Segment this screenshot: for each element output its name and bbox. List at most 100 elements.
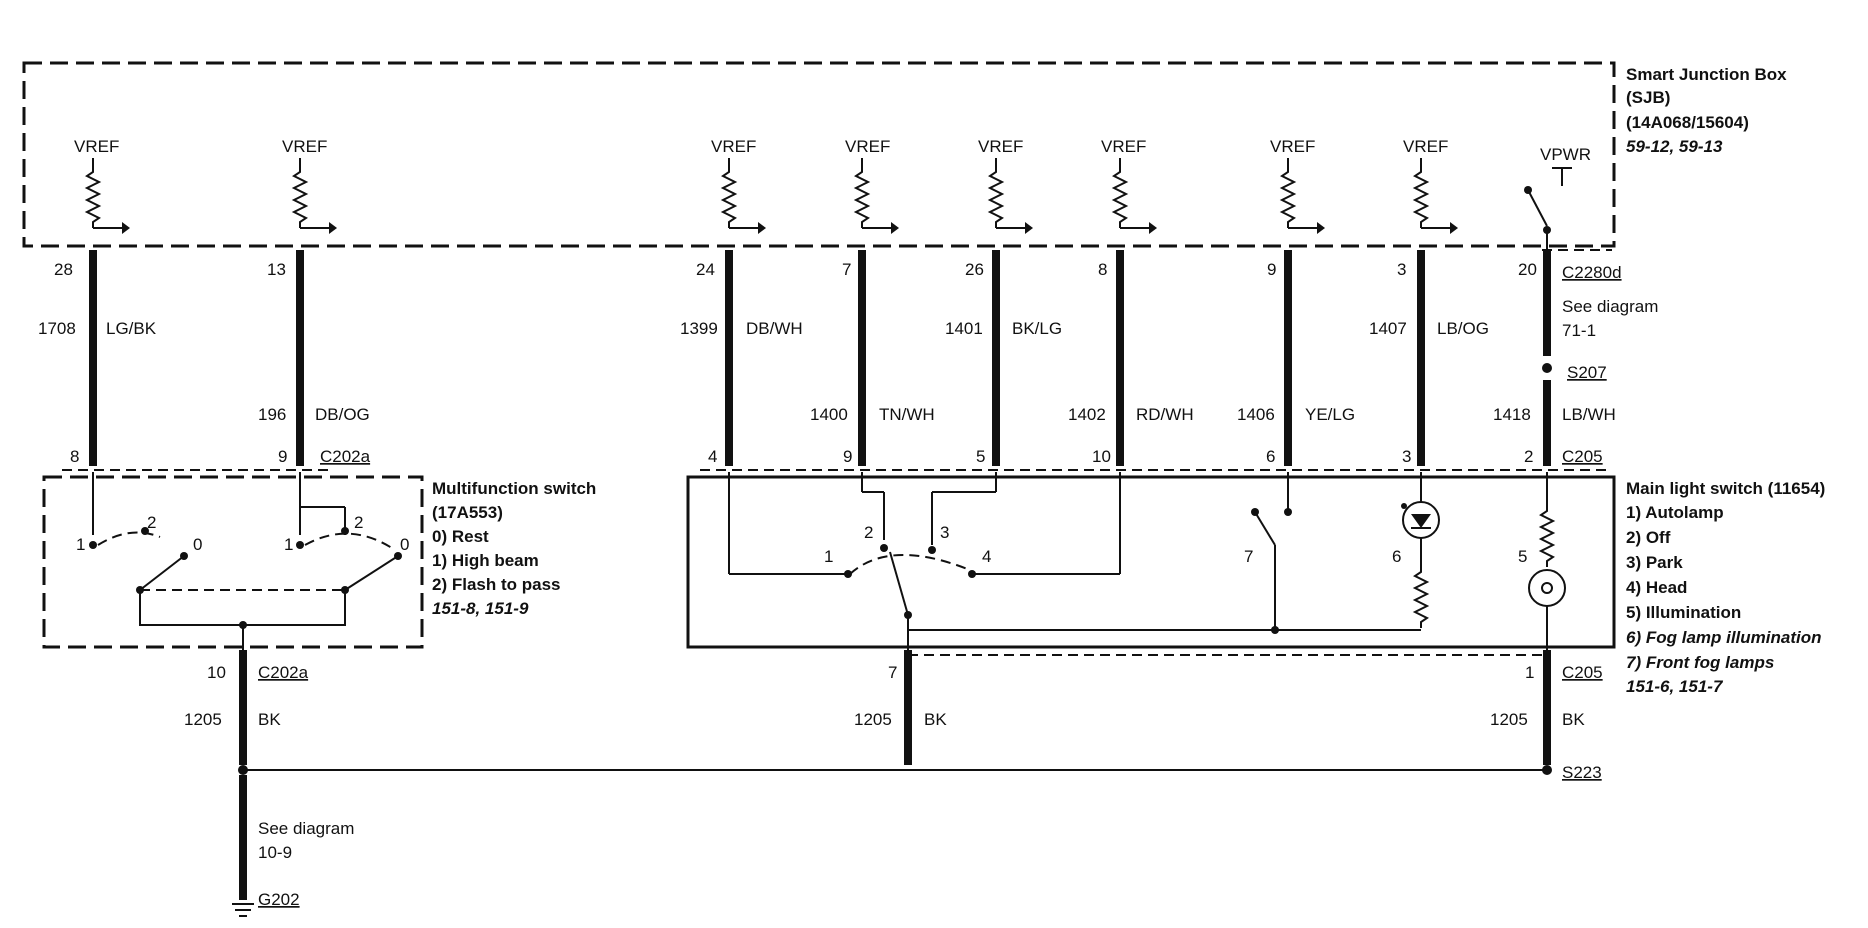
pin-number: 6	[1266, 447, 1275, 466]
vref-column-8: VREF	[1101, 137, 1157, 234]
switch-pos: 4	[982, 547, 991, 566]
wire-color: DB/WH	[746, 319, 803, 338]
switch-pos: 5	[1518, 547, 1527, 566]
pin-number: 9	[843, 447, 852, 466]
vref-column-13: VREF	[282, 137, 337, 234]
wire-color: BK	[924, 710, 947, 729]
multifunction-item: 2) Flash to pass	[432, 575, 560, 594]
wire-color: DB/OG	[315, 405, 370, 424]
switch-pos: 0	[400, 535, 409, 554]
wire-color: TN/WH	[879, 405, 935, 424]
main-switch-item: 7) Front fog lamps	[1626, 653, 1774, 672]
pin-number: 7	[888, 663, 897, 682]
vref-column-9: VREF	[1270, 137, 1325, 234]
circuit-number: 1402	[1068, 405, 1106, 424]
bottom-pin-numbers: 8 9 4 9 5 10 6 3 2	[70, 447, 1533, 466]
splice-s223: S223	[1562, 763, 1602, 782]
main-switch-pages: 151-6, 151-7	[1626, 677, 1724, 696]
vref-label: VREF	[845, 137, 890, 156]
wire-color: BK	[258, 710, 281, 729]
wire-labels: 1708 LG/BK 196 DB/OG 1399 DB/WH 1400 TN/…	[38, 319, 1616, 424]
sjb-abbr: (SJB)	[1626, 88, 1670, 107]
pin-number: 13	[267, 260, 286, 279]
vref-label: VREF	[1270, 137, 1315, 156]
pin-number: 4	[708, 447, 717, 466]
pin-number: 10	[207, 663, 226, 682]
see-diagram-top-line2: 71-1	[1562, 321, 1596, 340]
sjb-title: Smart Junction Box	[1626, 65, 1787, 84]
circuit-number: 1205	[854, 710, 892, 729]
vpwr-label: VPWR	[1540, 145, 1591, 164]
wire-color: YE/LG	[1305, 405, 1355, 424]
pin-number: 8	[70, 447, 79, 466]
sjb-pages: 59-12, 59-13	[1626, 137, 1723, 156]
main-switch-item: 4) Head	[1626, 578, 1687, 597]
wire-color: LG/BK	[106, 319, 157, 338]
pin-number: 1	[1525, 663, 1534, 682]
connector-c202a-bottom: C202a	[258, 663, 309, 682]
wire-color: BK/LG	[1012, 319, 1062, 338]
main-switch-title: Main light switch (11654)	[1626, 479, 1825, 498]
circuit-number: 1407	[1369, 319, 1407, 338]
switch-pos: 2	[147, 513, 156, 532]
multifunction-title: Multifunction switch	[432, 479, 596, 498]
vpwr-switch: VPWR	[1524, 145, 1591, 250]
pin-number: 24	[696, 260, 715, 279]
main-light-switch-box	[686, 475, 1616, 649]
see-diagram-bottom-line2: 10-9	[258, 843, 292, 862]
vref-label: VREF	[74, 137, 119, 156]
wire-color: LB/WH	[1562, 405, 1616, 424]
splice-s207: S207	[1567, 363, 1607, 382]
vref-label: VREF	[711, 137, 756, 156]
switch-pos: 0	[193, 535, 202, 554]
pin-number: 26	[965, 260, 984, 279]
vref-column-24: VREF	[711, 137, 766, 234]
pin-number: 3	[1397, 260, 1406, 279]
wire-color: LB/OG	[1437, 319, 1489, 338]
pin-number: 9	[1267, 260, 1276, 279]
vref-column-7: VREF	[845, 137, 899, 234]
circuit-number: 1205	[1490, 710, 1528, 729]
multifunction-item: 1) High beam	[432, 551, 539, 570]
pin-number: 8	[1098, 260, 1107, 279]
switch-pos: 2	[864, 523, 873, 542]
top-pin-numbers: 28 13 24 7 26 8 9 3 20	[54, 260, 1537, 279]
wire-color: RD/WH	[1136, 405, 1194, 424]
vref-column-28: VREF	[74, 137, 130, 234]
pin-number: 5	[976, 447, 985, 466]
vref-column-26: VREF	[978, 137, 1033, 234]
pin-number: 20	[1518, 260, 1537, 279]
switch-pos: 3	[940, 523, 949, 542]
vref-label: VREF	[978, 137, 1023, 156]
circuit-number: 1418	[1493, 405, 1531, 424]
sjb-box	[22, 61, 1616, 248]
splice-s207-dot	[1542, 363, 1552, 373]
switch-pos: 6	[1392, 547, 1401, 566]
circuit-number: 1400	[810, 405, 848, 424]
vref-label: VREF	[282, 137, 327, 156]
circuit-number: 1399	[680, 319, 718, 338]
multifunction-pages: 151-8, 151-9	[432, 599, 529, 618]
pin-number: 9	[278, 447, 287, 466]
vref-label: VREF	[1101, 137, 1146, 156]
multifunction-switch-box	[42, 475, 424, 649]
circuit-number: 1406	[1237, 405, 1275, 424]
ground-wires	[232, 650, 1552, 917]
pin-number: 2	[1524, 447, 1533, 466]
vref-label: VREF	[1403, 137, 1448, 156]
sjb-part: (14A068/15604)	[1626, 113, 1749, 132]
multifunction-item: 0) Rest	[432, 527, 489, 546]
vref-column-3: VREF	[1403, 137, 1458, 234]
switch-pos: 7	[1244, 547, 1253, 566]
circuit-number: 1401	[945, 319, 983, 338]
switch-pos: 1	[824, 547, 833, 566]
circuit-number: 196	[258, 405, 286, 424]
ground-g202: G202	[258, 890, 300, 909]
wire-color: BK	[1562, 710, 1585, 729]
multifunction-part: (17A553)	[432, 503, 503, 522]
switch-pos: 2	[354, 513, 363, 532]
main-switch-item: 2) Off	[1626, 528, 1671, 547]
connector-c205-top: C205	[1562, 447, 1603, 466]
pin-number: 3	[1402, 447, 1411, 466]
